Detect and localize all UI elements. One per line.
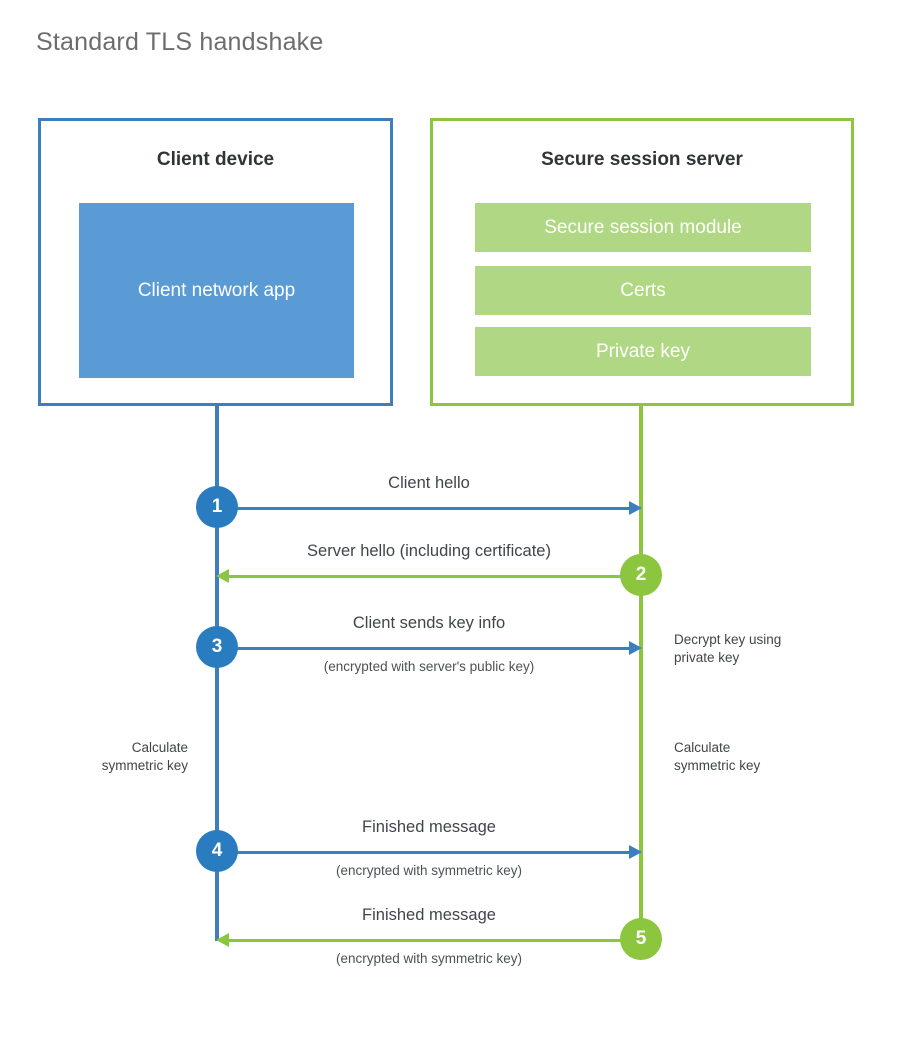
message-sublabel-step-4: (encrypted with symmetric key) [335,863,523,878]
arrow-line-step-1 [217,507,629,510]
arrow-line-step-2 [229,575,641,578]
step-circle-1[interactable]: 1 [196,486,238,528]
arrow-head-step-5 [216,933,229,947]
step-circle-3[interactable]: 3 [196,626,238,668]
message-label-step-5: Finished message [362,906,496,924]
step-circle-5[interactable]: 5 [620,918,662,960]
annotation-client-calculate-symmetric-key: Calculate symmetric key [101,740,188,773]
client-lifeline [215,406,219,941]
arrow-head-step-3 [629,641,642,655]
server-block-certs: Certs [475,266,811,315]
message-label-step-1: Client hello [388,474,470,492]
client-network-app-block: Client network app [79,203,354,378]
server-block-secure-session-module: Secure session module [475,203,811,252]
step-circle-4[interactable]: 4 [196,830,238,872]
message-label-step-4: Finished message [362,818,496,836]
arrow-head-step-1 [629,501,642,515]
arrow-line-step-5 [229,939,641,942]
step-circle-2[interactable]: 2 [620,554,662,596]
client-device-box: Client device Client network app [38,118,393,406]
message-label-step-2: Server hello (including certificate) [307,542,551,560]
arrow-head-step-4 [629,845,642,859]
arrow-line-step-3 [217,647,629,650]
server-block-private-key: Private key [475,327,811,376]
secure-session-server-title: Secure session server [541,149,743,170]
arrow-line-step-4 [217,851,629,854]
server-lifeline [639,406,643,939]
secure-session-server-box: Secure session server Secure session mod… [430,118,854,406]
message-sublabel-step-5: (encrypted with symmetric key) [335,951,523,966]
annotation-server-decrypt-key: Decrypt key using private key [674,632,782,665]
annotation-server-calculate-symmetric-key: Calculate symmetric key [674,740,761,773]
message-label-step-3: Client sends key info [352,614,506,632]
client-device-title: Client device [156,149,275,170]
arrow-head-step-2 [216,569,229,583]
message-sublabel-step-3: (encrypted with server's public key) [323,659,535,674]
page-title: Standard TLS handshake [36,28,324,56]
